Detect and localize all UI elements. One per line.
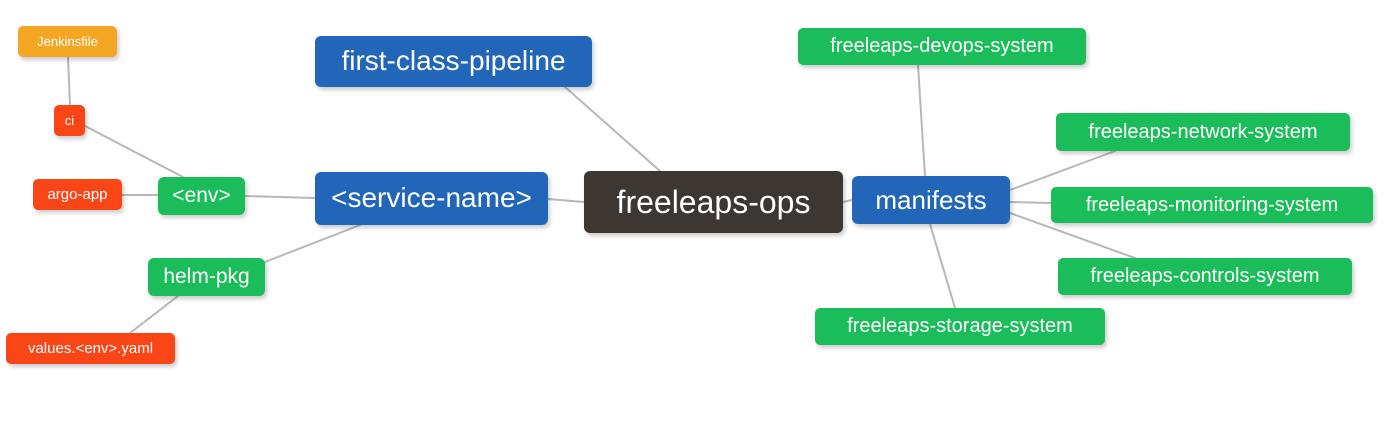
node-label-helm-pkg: helm-pkg xyxy=(163,265,250,288)
edge-freeleaps-ops-to-manifests xyxy=(842,199,853,203)
node-helm-pkg[interactable]: helm-pkg xyxy=(148,258,265,296)
node-freeleaps-monitoring-system[interactable]: freeleaps-monitoring-system xyxy=(1051,187,1373,223)
node-label-freeleaps-ops: freeleaps-ops xyxy=(616,183,811,220)
node-label-freeleaps-controls-system: freeleaps-controls-system xyxy=(1090,265,1320,287)
node-label-freeleaps-devops-system: freeleaps-devops-system xyxy=(830,35,1054,57)
edge-freeleaps-ops-to-service-name xyxy=(547,198,585,203)
edge-manifests-to-freeleaps-storage-system xyxy=(929,223,956,309)
node-label-ci: ci xyxy=(64,112,75,128)
edge-manifests-to-freeleaps-network-system xyxy=(1009,150,1116,191)
node-freeleaps-controls-system[interactable]: freeleaps-controls-system xyxy=(1058,258,1352,295)
node-label-freeleaps-network-system: freeleaps-network-system xyxy=(1088,120,1318,143)
node-jenkinsfile[interactable]: Jenkinsfile xyxy=(18,26,117,57)
node-freeleaps-ops[interactable]: freeleaps-ops xyxy=(584,171,843,233)
node-env[interactable]: <env> xyxy=(158,177,245,215)
node-label-freeleaps-storage-system: freeleaps-storage-system xyxy=(847,315,1073,337)
node-first-class-pipeline[interactable]: first-class-pipeline xyxy=(315,36,592,87)
node-ci[interactable]: ci xyxy=(54,105,85,136)
node-freeleaps-network-system[interactable]: freeleaps-network-system xyxy=(1056,113,1350,151)
edge-freeleaps-ops-to-first-class-pipeline xyxy=(564,86,661,172)
node-label-first-class-pipeline: first-class-pipeline xyxy=(341,45,566,76)
node-label-argo-app: argo-app xyxy=(47,185,108,203)
node-label-jenkinsfile: Jenkinsfile xyxy=(37,33,98,49)
edge-service-name-to-helm-pkg xyxy=(264,224,361,263)
node-freeleaps-devops-system[interactable]: freeleaps-devops-system xyxy=(798,28,1086,65)
node-freeleaps-storage-system[interactable]: freeleaps-storage-system xyxy=(815,308,1105,345)
edge-manifests-to-freeleaps-controls-system xyxy=(1009,212,1136,259)
edge-service-name-to-env xyxy=(244,195,316,199)
edge-manifests-to-freeleaps-monitoring-system xyxy=(1009,201,1052,204)
node-label-freeleaps-monitoring-system: freeleaps-monitoring-system xyxy=(1085,193,1339,216)
edge-ci-to-jenkinsfile xyxy=(67,56,71,106)
node-argo-app[interactable]: argo-app xyxy=(33,179,122,210)
edge-manifests-to-freeleaps-devops-system xyxy=(917,64,926,177)
edge-helm-pkg-to-values-yaml xyxy=(129,295,179,334)
edge-env-to-ci xyxy=(84,125,184,178)
node-label-manifests: manifests xyxy=(875,184,987,215)
node-label-values-yaml: values.<env>.yaml xyxy=(27,339,154,357)
node-label-service-name: <service-name> xyxy=(331,182,532,213)
node-values-yaml[interactable]: values.<env>.yaml xyxy=(6,333,175,364)
node-manifests[interactable]: manifests xyxy=(852,176,1010,224)
node-label-env: <env> xyxy=(172,184,231,207)
node-service-name[interactable]: <service-name> xyxy=(315,172,548,225)
